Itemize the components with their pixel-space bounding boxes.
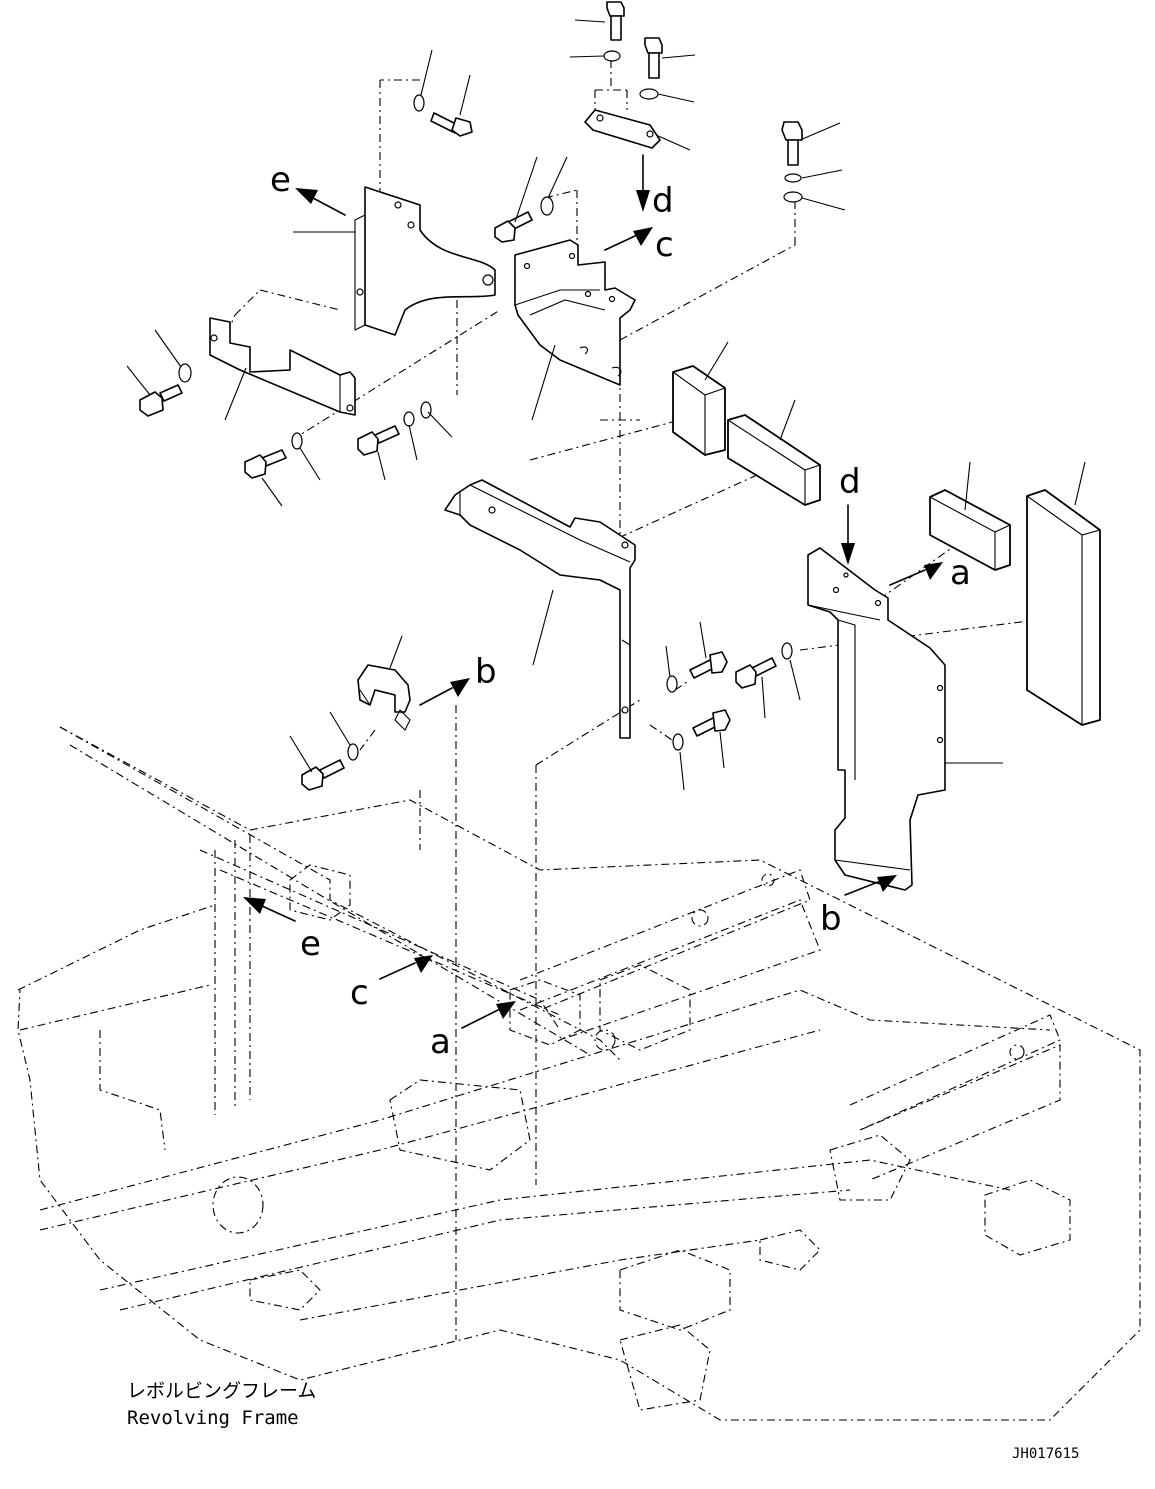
label-b-clip: b	[475, 652, 497, 692]
cover-center	[444, 479, 636, 739]
bolt-cover-1	[689, 651, 728, 679]
washer	[291, 432, 303, 450]
bolt-e	[430, 112, 473, 137]
drawing-code: JH017615	[1012, 1446, 1079, 1462]
washer	[603, 50, 621, 62]
washer	[784, 173, 802, 183]
pad-4	[1026, 489, 1101, 726]
label-c-lower: c	[350, 973, 369, 1013]
label-e-upper: e	[270, 160, 291, 200]
washer	[413, 94, 425, 112]
bracket-left	[209, 317, 356, 416]
washer	[347, 743, 359, 761]
bolt-mid-1	[244, 449, 287, 479]
bolt-left	[139, 384, 183, 417]
view-labels: e d c d a b b e c a	[270, 160, 971, 1062]
label-a-right: a	[950, 553, 971, 593]
washer	[666, 675, 678, 693]
caption-japanese: レボルビングフレーム	[127, 1380, 316, 1402]
label-b-lower: b	[820, 899, 842, 939]
bolt-cover-2	[692, 709, 731, 737]
label-c-upper: c	[655, 225, 674, 265]
washer	[783, 191, 803, 203]
clip	[357, 664, 411, 731]
label-d-right: d	[839, 462, 861, 502]
bolt-mid-2	[357, 425, 400, 456]
direction-arrows	[243, 154, 943, 1029]
label-e-lower: e	[300, 924, 321, 964]
bolt-right	[735, 657, 777, 689]
washer	[178, 363, 192, 383]
bolt-top-2	[644, 37, 663, 79]
washer	[781, 642, 793, 660]
washer	[420, 401, 432, 419]
bolt-top-1	[606, 1, 625, 41]
washer	[540, 196, 554, 216]
washer	[403, 411, 415, 427]
bolt-c	[494, 211, 533, 243]
plate-d	[584, 109, 661, 149]
pad-2	[727, 414, 821, 506]
bolts	[139, 1, 803, 791]
washer	[672, 733, 684, 751]
pad-3	[929, 489, 1011, 571]
label-a-lower: a	[430, 1022, 451, 1062]
bolt-right-top	[781, 121, 803, 166]
pad-1	[672, 365, 726, 456]
leader-lines	[126, 19, 1086, 791]
bracket-c	[514, 239, 636, 386]
plate-e	[354, 186, 496, 336]
washer	[639, 88, 659, 100]
bolt-clip	[301, 759, 345, 791]
caption-english: Revolving Frame	[127, 1407, 299, 1429]
revolving-frame	[17, 726, 1141, 1421]
label-d-upper: d	[652, 181, 674, 221]
cover-right	[807, 547, 946, 891]
